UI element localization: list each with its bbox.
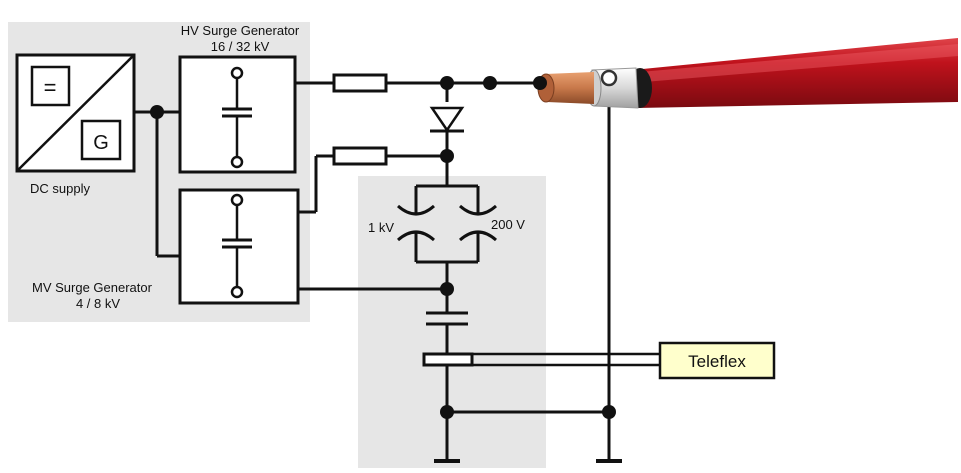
capacitor-200v [459, 204, 497, 242]
hv-rating: 16 / 32 kV [211, 39, 270, 54]
teleflex-label: Teleflex [688, 352, 746, 371]
coupling-panel [358, 176, 546, 468]
hv-resistor [332, 73, 388, 93]
junction-dots [440, 76, 616, 419]
capacitor-1kv [397, 204, 435, 242]
mv-rating: 4 / 8 kV [76, 296, 120, 311]
mv-generator-block [178, 188, 300, 305]
mv-title: MV Surge Generator [32, 280, 153, 295]
teleflex-lines [472, 352, 660, 367]
mv-resistor [332, 146, 388, 166]
cable-illustration [537, 38, 958, 109]
conductor-dot [533, 76, 547, 90]
main-wiring [295, 78, 611, 460]
cap-left-label: 1 kV [368, 220, 394, 235]
diode [429, 106, 465, 133]
dc-symbol: = [44, 75, 57, 100]
current-sensor [422, 352, 474, 367]
hv-title: HV Surge Generator [181, 23, 300, 38]
teleflex-box [658, 341, 776, 380]
dc-supply-block: = G [15, 53, 136, 173]
cap-right-label: 200 V [491, 217, 525, 232]
coupling-capacitor [426, 311, 468, 326]
screen-terminal [600, 69, 618, 87]
hv-generator-block [178, 55, 297, 174]
junction-dot [150, 105, 164, 119]
dc-supply-label: DC supply [30, 181, 90, 196]
generator-symbol: G [93, 132, 109, 154]
